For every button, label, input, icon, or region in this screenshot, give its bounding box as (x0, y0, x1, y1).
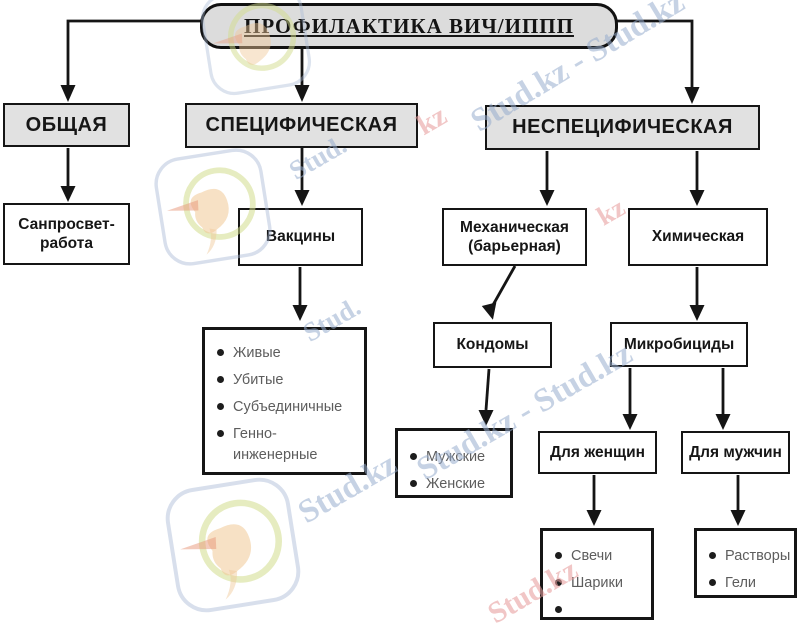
bullet-icon (555, 579, 562, 587)
bullet-icon (709, 552, 716, 559)
bullet-icon (555, 606, 562, 614)
list-item: Генно- инженерные (217, 424, 358, 466)
list-men-products: Растворы Гели (694, 528, 797, 598)
node-general: ОБЩАЯ (3, 103, 130, 147)
node-sanprosvet-label: Санпросвет- работа (18, 215, 115, 252)
node-vaccines: Вакцины (238, 208, 363, 266)
list-item-label: Убитые (233, 372, 284, 389)
node-chemical-label: Химическая (651, 228, 745, 246)
node-vaccines-label: Вакцины (265, 228, 336, 246)
node-for-women: Для женщин (538, 431, 657, 474)
node-nonspecific-label: НЕСПЕЦИФИЧЕСКАЯ (512, 116, 733, 138)
node-microbicides-label: Микробициды (623, 335, 735, 353)
node-for-men: Для мужчин (681, 431, 790, 474)
list-item-label: Свечи (571, 548, 613, 564)
watermark-text: kz (591, 191, 630, 232)
node-microbicides: Микробициды (610, 322, 748, 367)
list-item: Женские (410, 474, 504, 495)
list-women-products: Свечи Шарики (540, 528, 654, 620)
list-item: Убитые (217, 370, 358, 391)
bullet-icon (410, 453, 417, 460)
bullet-icon (217, 376, 224, 384)
node-condoms-label: Кондомы (456, 336, 529, 354)
list-item-label: Гели (725, 575, 757, 592)
bullet-icon (555, 552, 562, 559)
list-item-label: Мужские (426, 449, 486, 465)
bullet-icon (709, 579, 716, 587)
studkz-logo-watermark (157, 469, 308, 620)
list-item-label: Живые (233, 345, 281, 361)
node-chemical: Химическая (628, 208, 768, 266)
node-for-men-label: Для мужчин (689, 443, 782, 461)
list-item: Растворы (709, 546, 791, 567)
title-label: ПРОФИЛАКТИКА ВИЧ/ИППП (244, 13, 574, 38)
node-for-women-label: Для женщин (550, 443, 645, 461)
list-item (555, 600, 645, 614)
list-item-label: Шарики (571, 575, 623, 592)
bullet-icon (217, 430, 224, 438)
list-condom-types: Мужские Женские (395, 428, 513, 498)
hummingbird-icon (165, 477, 301, 613)
node-sanprosvet: Санпросвет- работа (3, 203, 130, 265)
node-specific-label: СПЕЦИФИЧЕСКАЯ (205, 114, 398, 136)
node-specific: СПЕЦИФИЧЕСКАЯ (185, 103, 418, 148)
node-title: ПРОФИЛАКТИКА ВИЧ/ИППП (200, 3, 618, 49)
list-item: Мужские (410, 447, 504, 468)
list-item: Субъединичные (217, 397, 358, 418)
node-nonspecific: НЕСПЕЦИФИЧЕСКАЯ (485, 105, 760, 150)
flowchart-prevention-hiv-sti: ПРОФИЛАКТИКА ВИЧ/ИППП ОБЩАЯ СПЕЦИФИЧЕСКА… (3, 0, 797, 630)
list-item: Гели (709, 573, 788, 594)
bullet-icon (410, 480, 417, 488)
list-item-label: Субъединичные (233, 399, 343, 416)
list-item-label: Растворы (725, 548, 791, 564)
list-vaccine-types: Живые Убитые Субъединичные Генно- инжене… (202, 327, 367, 475)
list-item-label: Женские (426, 476, 486, 493)
connector-arrows (60, 19, 746, 526)
list-item: Живые (217, 343, 358, 364)
list-item-label: Генно- инженерные (233, 426, 318, 464)
list-item: Шарики (555, 573, 645, 594)
list-item: Свечи (555, 546, 645, 567)
node-mechanical: Механическая (барьерная) (442, 208, 587, 266)
node-general-label: ОБЩАЯ (25, 113, 108, 136)
node-condoms: Кондомы (433, 322, 552, 368)
node-mechanical-label: Механическая (барьерная) (460, 218, 569, 255)
bullet-icon (217, 403, 224, 411)
bullet-icon (217, 349, 224, 356)
